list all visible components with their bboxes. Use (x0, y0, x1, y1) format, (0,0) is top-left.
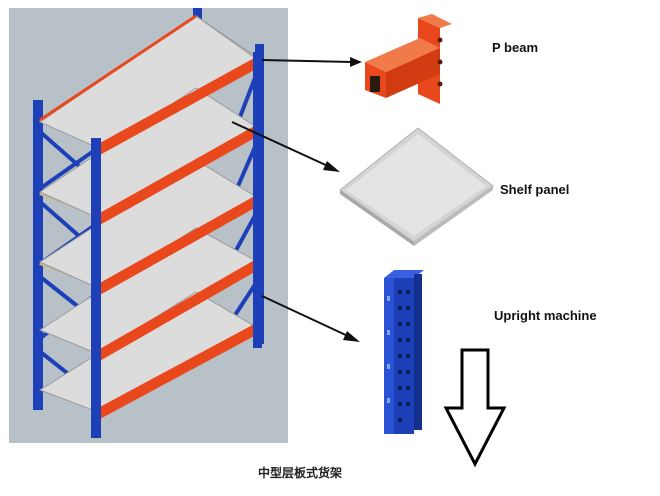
connector-arrows (231, 57, 362, 342)
arrow-to-shelf-panel (231, 121, 331, 168)
shelving-rack (33, 8, 264, 438)
p-beam-image (365, 14, 452, 104)
arrow-to-p-beam (261, 59, 353, 63)
upright-image (384, 270, 424, 434)
shelf-panel-label: Shelf panel (500, 182, 570, 197)
front-upright-right (91, 138, 101, 438)
shelf-panel-image (339, 127, 494, 246)
orange-beams (98, 56, 258, 420)
caption: 中型层板式货架 (257, 466, 342, 480)
front-upright-left (33, 100, 43, 410)
down-arrow-icon (443, 348, 507, 468)
arrow-to-upright (261, 295, 351, 338)
upright-label: Upright machine (494, 308, 597, 323)
p-beam-label: P beam (492, 40, 539, 55)
